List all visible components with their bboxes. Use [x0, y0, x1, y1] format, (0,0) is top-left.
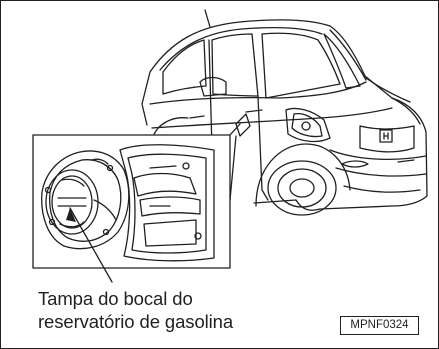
- character-line: [151, 107, 393, 129]
- headlight: [285, 107, 331, 143]
- fuel-door-on-car: [235, 113, 251, 137]
- beltline: [149, 81, 367, 105]
- callout-leader-line: [69, 207, 113, 283]
- inset-leader-side: [229, 135, 237, 201]
- front-hub: [289, 178, 315, 198]
- lower-vent: [397, 159, 415, 163]
- car-body-outline: [141, 19, 428, 211]
- rear-window: [162, 39, 207, 95]
- front-door-handle: [245, 109, 263, 113]
- callout-line-2: reservatório de gasolina: [38, 311, 234, 332]
- door-line-front: [257, 95, 269, 201]
- cap-handle: [57, 197, 87, 207]
- windshield: [323, 33, 361, 89]
- grille: [359, 125, 415, 153]
- callout-line-1: Tampa do bocal do: [38, 288, 193, 309]
- inset-leader-top: [229, 123, 241, 136]
- side-mirror: [199, 76, 227, 97]
- bumper-upper: [329, 149, 427, 161]
- hood-edge: [391, 97, 421, 125]
- open-fuel-door: [119, 144, 215, 262]
- fog-light: [341, 160, 369, 168]
- bumper-lower: [335, 167, 427, 177]
- fuel-cap-inset: [32, 123, 241, 283]
- antenna: [204, 9, 211, 28]
- filler-housing: [41, 150, 130, 250]
- door-inner-panel: [143, 219, 197, 247]
- front-tire: [267, 160, 337, 216]
- emblem: [379, 129, 393, 143]
- figure-code-label: MPNF0324: [340, 316, 419, 335]
- front-side-window: [261, 32, 341, 99]
- front-rim: [277, 168, 327, 208]
- rear-side-window: [211, 33, 259, 97]
- rear-door-handle: [189, 115, 205, 119]
- fuel-cap-callout-label: Tampa do bocal do reservatório de gasoli…: [38, 287, 298, 333]
- door-hinge: [133, 172, 197, 197]
- roof-line: [159, 26, 323, 71]
- callout-arrowhead: [66, 208, 76, 222]
- hood-line: [365, 77, 411, 103]
- bumper-bottom: [343, 185, 421, 193]
- front-wheel-arch: [255, 143, 351, 207]
- cap-tether: [93, 199, 117, 221]
